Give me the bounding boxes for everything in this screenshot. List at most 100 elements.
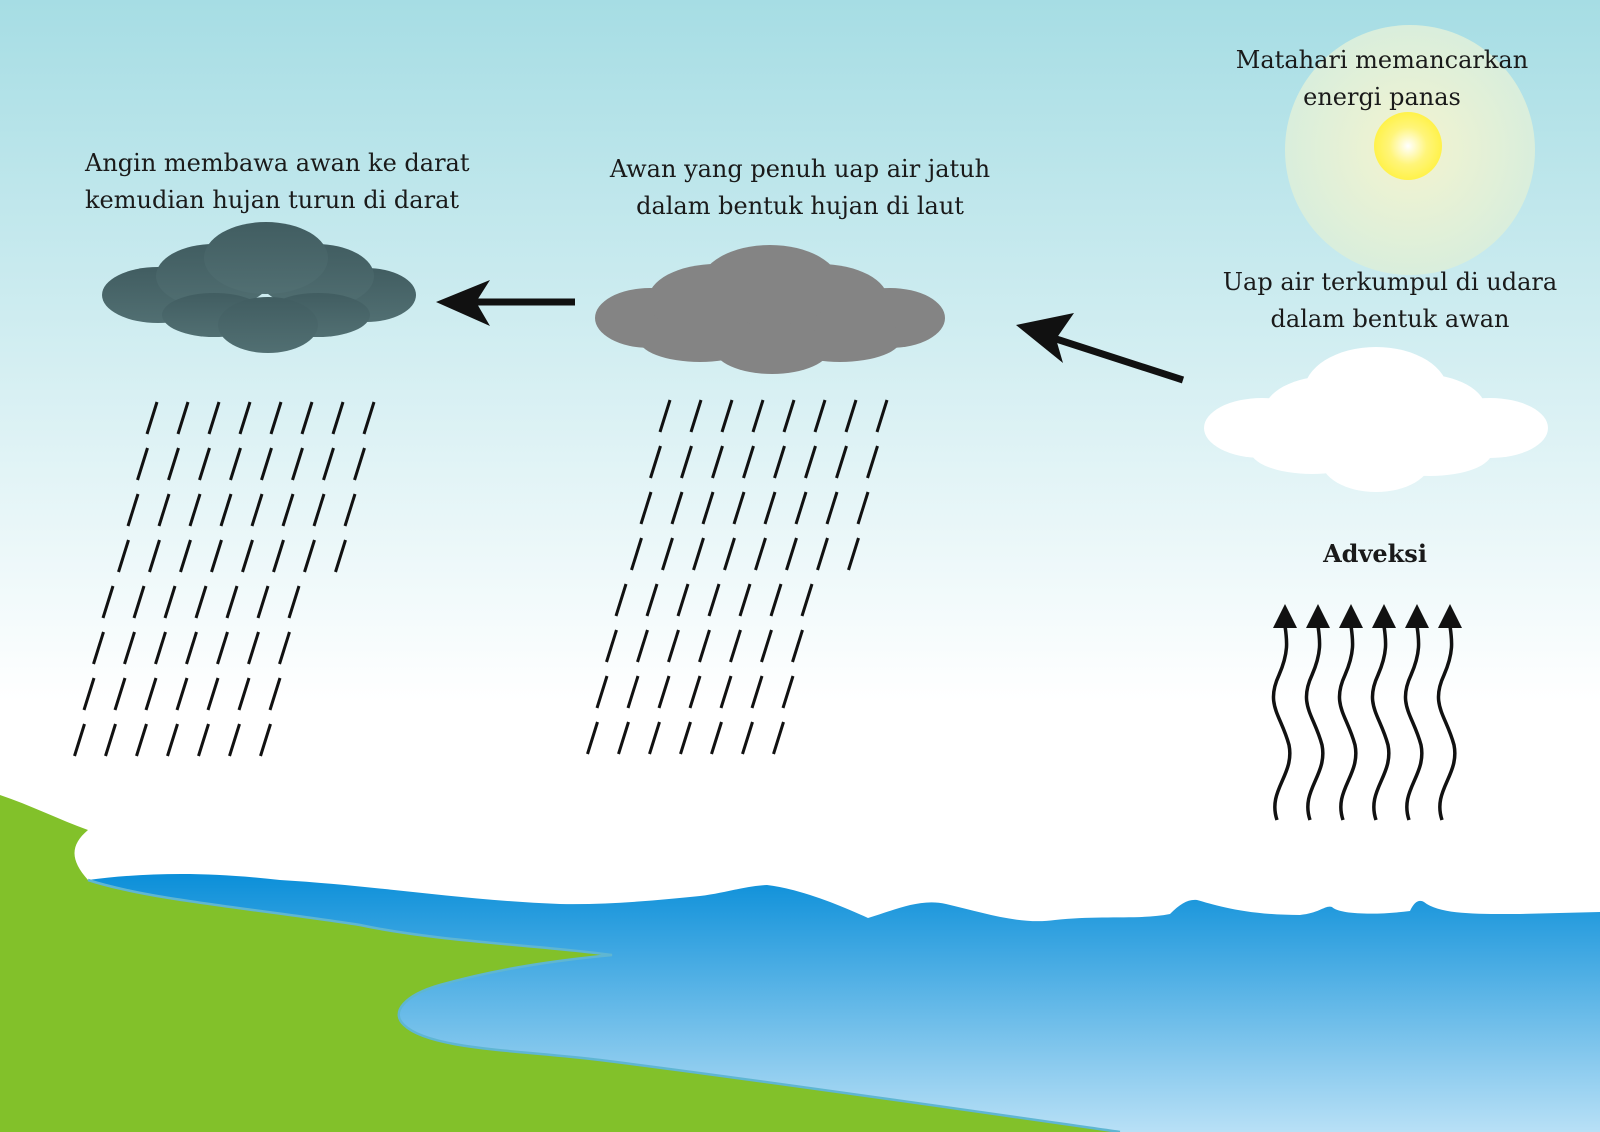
dark-cloud-icon [102, 222, 416, 353]
rain-streak [179, 539, 192, 573]
rain-streak [144, 677, 158, 711]
rain-streak [760, 629, 773, 663]
rain-streak [247, 631, 260, 665]
rain-streak [698, 629, 711, 663]
sea-rain-label: Awan yang penuh uap air jatuh dalam bent… [600, 151, 1000, 225]
rain-streak [260, 447, 273, 481]
rain-streak [645, 583, 659, 617]
rain-streak [636, 629, 649, 663]
rain-streak [353, 447, 366, 481]
rain-streak [216, 631, 229, 665]
rain-streak [272, 539, 285, 573]
rain-streak [769, 583, 783, 617]
rain-streak [688, 675, 702, 709]
rain-streak [781, 675, 795, 709]
rain-streak [300, 401, 314, 435]
sun-energy-label-line-1: Matahari memancarkan [1235, 46, 1529, 74]
rain-streak [206, 677, 220, 711]
rain-streak [680, 445, 693, 479]
rain-streak [773, 445, 786, 479]
rain-streak [163, 585, 177, 619]
rain-streaks-sea [586, 399, 889, 755]
rain-streak [679, 721, 692, 755]
rain-streaks-land [73, 401, 376, 757]
rain-streak [707, 583, 721, 617]
rain-streak [256, 585, 270, 619]
rain-streak [614, 583, 628, 617]
land-rain-label-line-1: Angin membawa awan ke darat [85, 149, 470, 177]
rain-streak [135, 723, 148, 757]
rain-streak [738, 583, 752, 617]
vapor-cloud-label-line-1: Uap air terkumpul di udara [1222, 268, 1558, 296]
sun-disc [1374, 112, 1442, 180]
advection-label: Adveksi [1323, 539, 1427, 568]
rain-streak [701, 491, 715, 525]
rain-streak [145, 401, 159, 435]
rain-streak [238, 401, 252, 435]
rain-streak [626, 675, 640, 709]
rain-streak [343, 493, 357, 527]
rain-streak [136, 447, 149, 481]
rain-streak [875, 399, 889, 433]
rain-streak [813, 399, 827, 433]
wavy-arrow-shaft [1436, 625, 1457, 821]
rain-streak [157, 493, 171, 527]
rain-streak [229, 447, 242, 481]
land-rain-label: Angin membawa awan ke darat kemudian huj… [85, 145, 470, 219]
rain-streak [605, 629, 618, 663]
rain-streak [804, 445, 817, 479]
rain-streak [287, 585, 301, 619]
wavy-arrow-head-icon [1372, 604, 1396, 628]
wavy-arrow-head-icon [1438, 604, 1462, 628]
wavy-arrow-head-icon [1306, 604, 1330, 628]
sun-energy-label: Matahari memancarkan energi panas [1222, 42, 1542, 116]
rain-streak [228, 723, 241, 757]
rain-streak [148, 539, 161, 573]
rain-streak [268, 677, 282, 711]
rain-streak [800, 583, 814, 617]
wavy-arrow-shaft [1271, 625, 1292, 821]
land-rain-label-line-2: kemudian hujan turun di darat [85, 186, 460, 214]
rain-streak [741, 721, 754, 755]
sun-energy-label-line-2: energi panas [1303, 83, 1461, 111]
wavy-arrow-shaft [1403, 625, 1424, 821]
rain-streak [117, 539, 130, 573]
rain-streak [250, 493, 264, 527]
rain-streak [175, 677, 189, 711]
white-cloud-icon [1204, 347, 1548, 492]
rain-streak [689, 399, 703, 433]
sea-rain-label-line-1: Awan yang penuh uap air jatuh [609, 155, 991, 183]
rain-streak [278, 631, 291, 665]
rain-streak [219, 493, 233, 527]
rain-streak [670, 491, 684, 525]
rain-streak [816, 537, 829, 571]
rain-streak [269, 401, 283, 435]
wavy-arrow-shaft [1337, 625, 1358, 821]
wavy-arrow-head-icon [1339, 604, 1363, 628]
wavy-up-arrows-icon [1271, 604, 1462, 821]
rain-streak [732, 491, 746, 525]
rain-streak [185, 631, 198, 665]
rain-streak [794, 491, 808, 525]
wavy-arrow-shaft [1304, 625, 1325, 821]
wavy-arrow-shaft [1370, 625, 1391, 821]
rain-streak [772, 721, 785, 755]
rain-streak [362, 401, 376, 435]
rain-streak [126, 493, 140, 527]
rain-streak [312, 493, 326, 527]
rain-streak [723, 537, 736, 571]
rain-streak [334, 539, 347, 573]
rain-streak [720, 399, 734, 433]
rain-streak [710, 721, 723, 755]
rain-streak [132, 585, 146, 619]
rain-streak [198, 447, 211, 481]
rain-streak [281, 493, 295, 527]
rain-streak [154, 631, 167, 665]
rain-streak [303, 539, 316, 573]
rain-streak [856, 491, 870, 525]
rain-streak [166, 723, 179, 757]
rain-streak [750, 675, 764, 709]
rain-streak [92, 631, 105, 665]
rain-streak [113, 677, 127, 711]
